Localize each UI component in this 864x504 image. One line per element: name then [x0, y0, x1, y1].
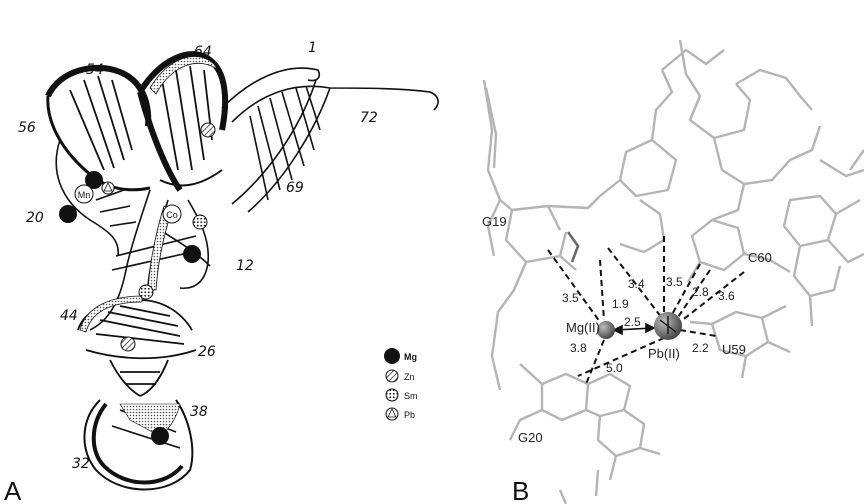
- co-site: Co: [162, 204, 182, 224]
- pb-site: [101, 181, 115, 195]
- ion-label-pb: Pb(II): [648, 346, 680, 361]
- residue-number: 56: [18, 120, 36, 136]
- distance-label: 2.8: [692, 285, 709, 299]
- residue-label-u59: U59: [722, 342, 746, 357]
- dark-bond-g19: [566, 231, 580, 263]
- ion-arrow: [612, 322, 656, 336]
- distance-label: 3.8: [570, 341, 587, 355]
- panel-b-letter: B: [512, 476, 529, 504]
- residue-number: 12: [236, 258, 254, 274]
- legend-mg-symbol: [384, 348, 400, 364]
- distance-label: 3.4: [628, 277, 645, 291]
- residue-number: 72: [360, 110, 378, 126]
- residue-number: 20: [26, 210, 44, 226]
- coordination-dashes: [547, 236, 745, 385]
- residue-number: 38: [190, 404, 208, 420]
- legend-sm-label: Sm: [404, 391, 418, 401]
- metal-sites: Mn Co: [59, 122, 216, 445]
- stippled-central-strand: [147, 205, 173, 291]
- residue-label-g19: G19: [482, 214, 507, 229]
- distance-label: 2.5: [624, 315, 641, 329]
- residue-label-c60: C60: [748, 250, 772, 265]
- residue-number: 44: [60, 308, 78, 324]
- mg-ion: [597, 321, 615, 339]
- stippled-anticodon-backbone: [79, 295, 143, 333]
- zn-site-upper: [200, 122, 216, 138]
- legend-sm-symbol: [385, 388, 399, 402]
- mg-site-anticodon: [151, 427, 169, 445]
- distance-label: 3.5: [562, 291, 579, 305]
- distance-label: 1.9: [612, 297, 629, 311]
- sm-site-upper: [192, 214, 208, 230]
- residue-number: 69: [286, 180, 304, 196]
- distance-label: 5.0: [606, 361, 623, 375]
- mg-site-12: [183, 245, 201, 263]
- panel-a-letter: A: [4, 476, 22, 504]
- residue-number: 1: [308, 40, 317, 56]
- residue-number: 64: [194, 44, 212, 60]
- stippled-backbone-top: [149, 56, 219, 95]
- panel-b-stick-model: G19 C60 U59 G20 Mg(II) Pb(II) 3.4 3.5 3.…: [482, 39, 864, 504]
- distance-label: 3.6: [718, 289, 735, 303]
- panel-a-trna-diagram: Mn Co 1 54 64 56 72 69 20 12 44 26 38 32…: [4, 40, 439, 504]
- residue-number: 26: [198, 344, 216, 360]
- mg-site-t-loop: [85, 171, 103, 189]
- legend-pb-label: Pb: [404, 410, 415, 420]
- mn-site: Mn: [74, 184, 94, 204]
- legend-mg-label: Mg: [404, 352, 417, 362]
- distance-label: 3.5: [666, 275, 683, 289]
- residue-number: 54: [86, 62, 104, 78]
- zn-site-lower: [120, 336, 136, 352]
- acceptor-stem: [221, 67, 439, 213]
- metal-legend: Mg Zn Sm Pb: [384, 348, 418, 421]
- mn-label: Mn: [78, 190, 91, 200]
- sm-site-lower: [138, 284, 154, 300]
- ion-label-mg: Mg(II): [566, 320, 600, 335]
- residue-number: 32: [72, 456, 90, 472]
- molecular-sticks: [482, 39, 864, 504]
- t-arm-ribbon: [45, 51, 229, 192]
- distance-labels: 3.4 3.5 3.5 1.9 2.5 2.8 3.6 3.8 2.2 5.0: [562, 275, 735, 375]
- distance-label: 2.2: [692, 341, 709, 355]
- residue-numbers: 1 54 64 56 72 69 20 12 44 26 38 32: [18, 40, 378, 472]
- legend-zn-label: Zn: [404, 372, 415, 382]
- co-label: Co: [166, 210, 178, 220]
- residue-label-g20: G20: [518, 430, 543, 445]
- legend-zn-symbol: [385, 369, 399, 383]
- mg-site-d-arm: [59, 205, 77, 223]
- pb-ion-cross: [659, 316, 677, 334]
